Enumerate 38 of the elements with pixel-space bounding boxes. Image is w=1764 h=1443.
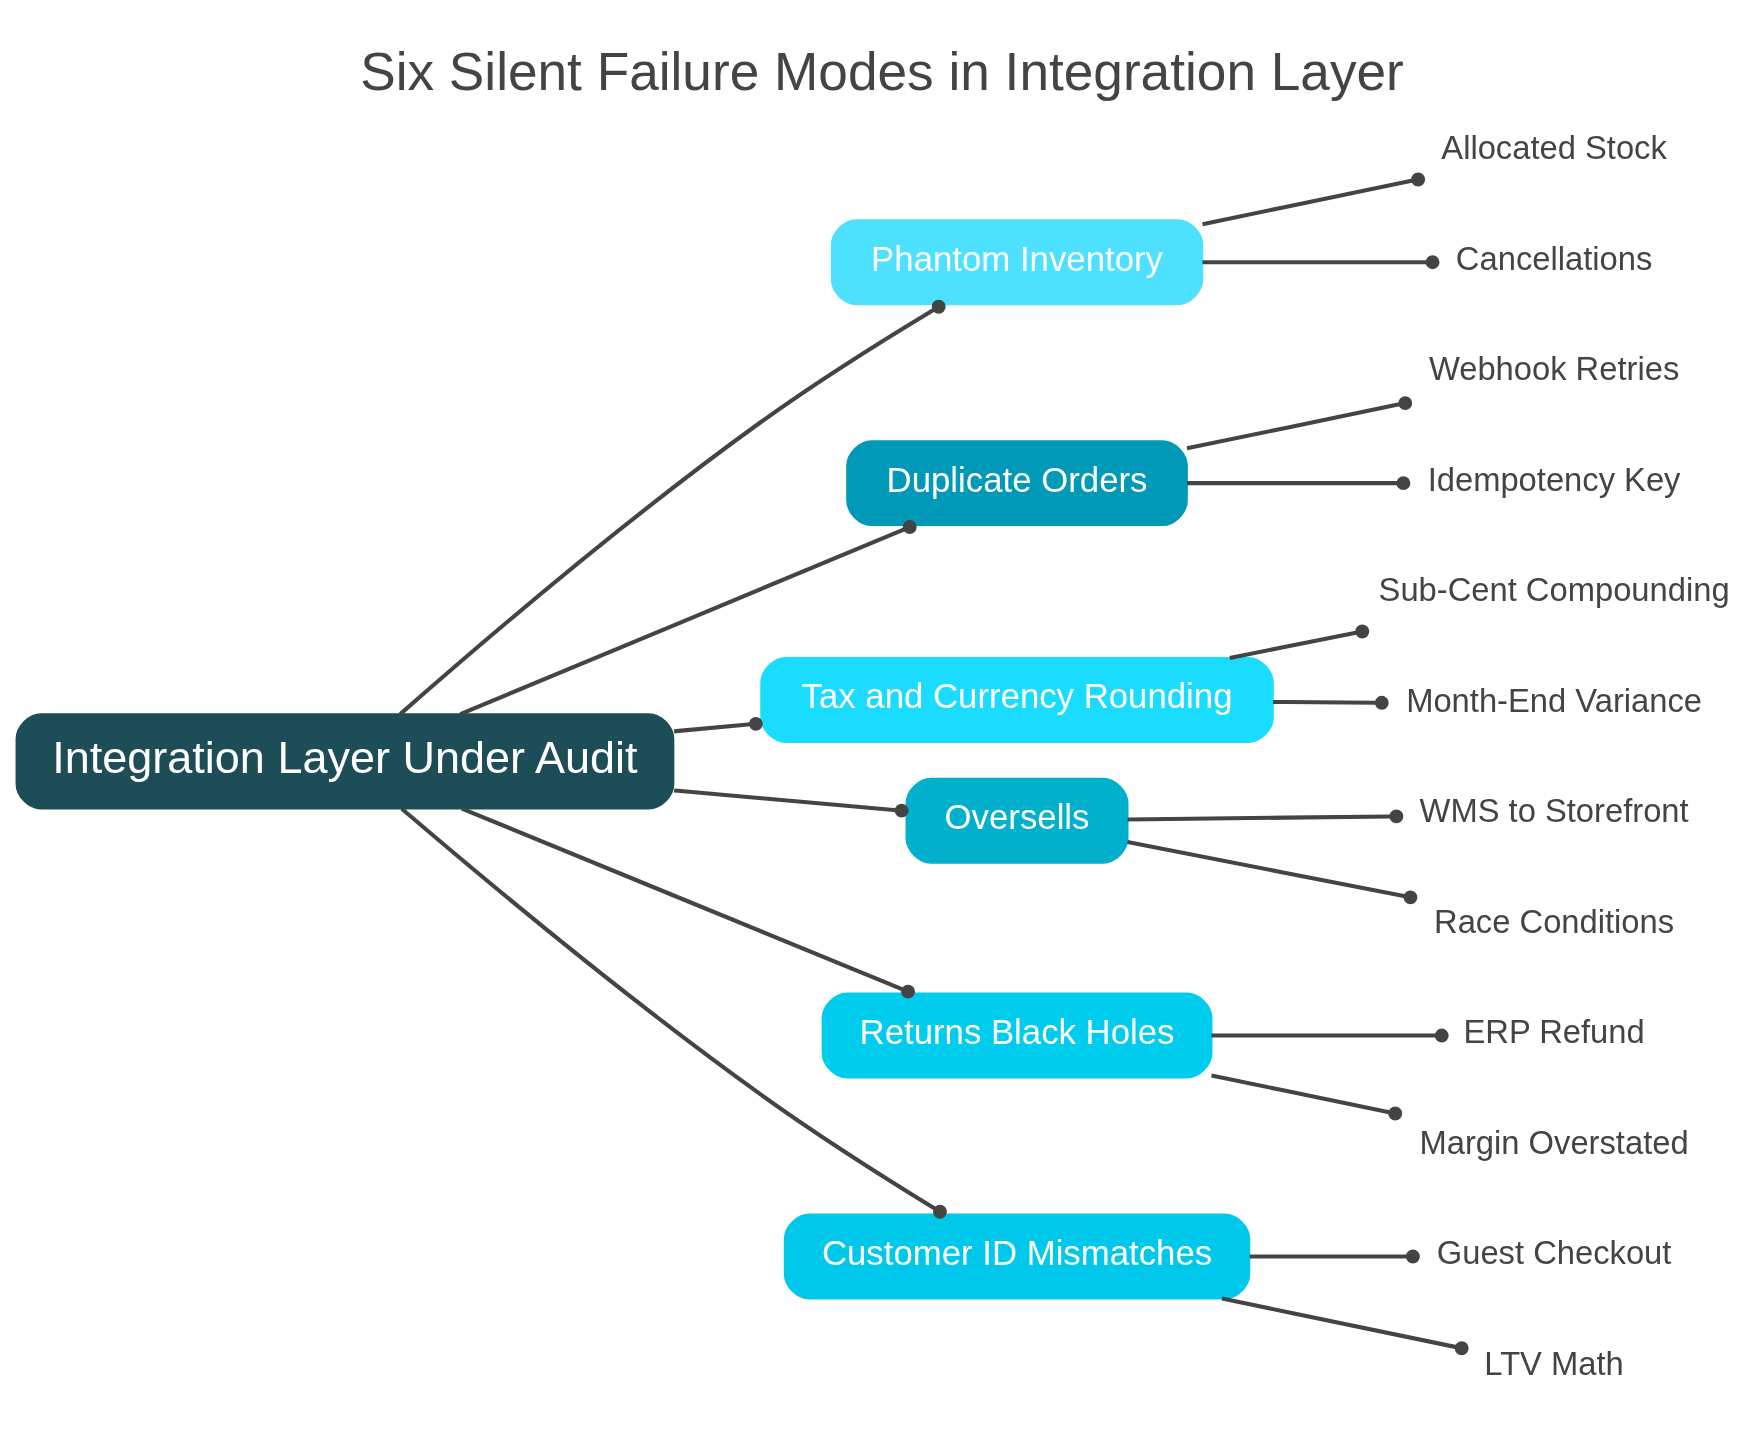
connector	[673, 788, 909, 818]
node-box: Customer ID Mismatches	[783, 1213, 1251, 1300]
node-text: Margin Overstated	[1419, 1123, 1689, 1161]
node-text: Month-End Variance	[1406, 681, 1703, 719]
connector	[1249, 1249, 1420, 1264]
node-box: Integration Layer Under Audit	[15, 713, 675, 810]
node-text: Idempotency Key	[1427, 460, 1681, 498]
connector	[1221, 1296, 1469, 1356]
node-box: Phantom Inventory	[830, 219, 1204, 306]
node-box: Oversells	[905, 777, 1129, 864]
connector	[459, 520, 917, 717]
node-box: Tax and Currency Rounding	[760, 657, 1274, 743]
connector	[673, 716, 763, 734]
node-box: Returns Black Holes	[821, 992, 1213, 1079]
connector	[1187, 476, 1411, 491]
connector	[1186, 396, 1413, 451]
node-text: Allocated Stock	[1441, 129, 1667, 167]
node-text: LTV Math	[1484, 1344, 1624, 1382]
diagram-title: Six Silent Failure Modes in Integration Layer	[360, 41, 1404, 101]
connector	[1211, 1073, 1403, 1121]
node-text: Cancellations	[1455, 239, 1653, 277]
connector	[1229, 624, 1370, 660]
connector	[461, 806, 915, 999]
node-text: Guest Checkout	[1436, 1234, 1672, 1272]
connector	[1202, 172, 1426, 227]
node-text: ERP Refund	[1463, 1013, 1645, 1051]
node-text: Race Conditions	[1434, 902, 1675, 940]
node-box: Duplicate Orders	[846, 440, 1188, 527]
connector	[1273, 695, 1389, 710]
connector	[398, 299, 946, 716]
node-text: Webhook Retries	[1428, 350, 1680, 388]
connector	[1202, 255, 1440, 270]
connector	[1127, 839, 1418, 905]
node-text: WMS to Storefront	[1419, 792, 1689, 830]
connector	[1127, 809, 1404, 824]
connector	[400, 807, 947, 1219]
node-text: Sub-Cent Compounding	[1378, 571, 1730, 609]
connector	[1211, 1028, 1449, 1043]
